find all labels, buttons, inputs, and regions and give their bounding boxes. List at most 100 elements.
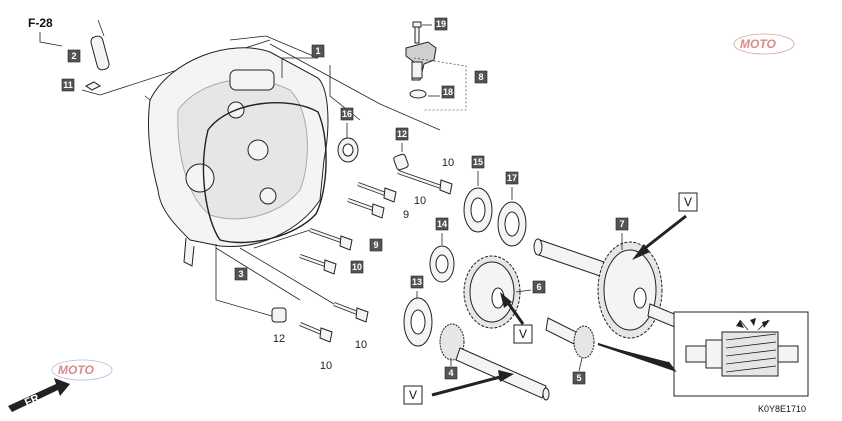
part-callout-number: 1	[315, 46, 320, 56]
part-callout-number: 3	[238, 269, 243, 279]
part-label-9: 9	[403, 209, 409, 221]
dowel-pin	[90, 19, 110, 71]
part-callout-3: 3	[234, 267, 248, 281]
leader-cover-top	[269, 43, 441, 131]
reference-marker-label: V	[409, 388, 417, 402]
part-callout-14: 14	[435, 217, 449, 231]
reference-marker-label: V	[684, 195, 692, 209]
inset-detail	[673, 311, 809, 397]
v-arrowhead-2	[500, 292, 512, 308]
front-direction-arrow: FR.	[8, 378, 70, 412]
part-callout-number: 14	[437, 219, 447, 229]
part-label-12: 12	[273, 333, 285, 345]
transmission-cover	[144, 47, 329, 267]
speed-sensor	[405, 41, 437, 81]
part-callout-number: 2	[71, 51, 76, 61]
page-reference: F-28	[28, 16, 53, 30]
oil-seal	[337, 137, 359, 163]
bolt-b	[357, 182, 397, 203]
reference-marker-v: V	[403, 385, 423, 405]
part-callout-number: 8	[478, 72, 483, 82]
part-callout-10: 10	[350, 260, 364, 274]
leader-3	[215, 244, 273, 317]
pinion-gear	[545, 317, 595, 359]
part-callout-12: 12	[395, 127, 409, 141]
part-label-10: 10	[355, 339, 367, 351]
watermark-text: MOTO	[58, 363, 94, 377]
part-callout-19: 19	[434, 17, 448, 31]
part-callout-number: 10	[352, 262, 362, 272]
leader-3c	[239, 247, 335, 305]
part-callout-number: 19	[436, 19, 446, 29]
part-callout-16: 16	[340, 107, 354, 121]
bearing-17	[497, 201, 527, 247]
part-label-10: 10	[442, 157, 454, 169]
countershaft-gear	[463, 255, 521, 329]
bolt-c	[347, 198, 385, 219]
part-callout-number: 7	[619, 219, 624, 229]
leader-6	[515, 289, 532, 293]
reference-marker-v: V	[513, 324, 533, 344]
part-callout-4: 4	[444, 366, 458, 380]
clip	[85, 81, 101, 91]
part-callout-18: 18	[441, 85, 455, 99]
watermark-text: MOTO	[740, 37, 776, 51]
part-label-10: 10	[320, 360, 332, 372]
leader-8-group	[413, 57, 467, 111]
dowel-lower	[271, 307, 287, 323]
diagram-code: K0Y8E1710	[758, 404, 806, 414]
bolt-f	[333, 302, 369, 323]
part-callout-13: 13	[410, 275, 424, 289]
part-callout-17: 17	[505, 171, 519, 185]
part-callout-2: 2	[67, 49, 81, 63]
part-callout-9: 9	[369, 238, 383, 252]
watermark-top: MOTO	[733, 33, 795, 55]
leader-3b	[215, 247, 301, 301]
sensor-bolt	[412, 21, 422, 44]
bearing-13	[403, 297, 433, 347]
part-callout-15: 15	[471, 155, 485, 169]
part-callout-1: 1	[311, 44, 325, 58]
dowel-upper	[393, 153, 409, 171]
part-callout-number: 12	[397, 129, 407, 139]
part-callout-7: 7	[615, 217, 629, 231]
reference-marker-label: V	[519, 327, 527, 341]
part-callout-number: 16	[342, 109, 352, 119]
leader-cover-bolt	[253, 229, 311, 249]
part-callout-number: 6	[536, 282, 541, 292]
watermark-bottom: MOTO	[51, 359, 113, 381]
leader-5	[578, 357, 583, 372]
v-arrowhead-3	[498, 370, 514, 382]
v-arrow-3	[431, 374, 505, 397]
gasket	[202, 102, 327, 244]
v-arrowhead-1	[632, 244, 650, 260]
final-gear-shaft	[533, 238, 685, 339]
part-callout-number: 15	[473, 157, 483, 167]
part-callout-number: 18	[443, 87, 453, 97]
leader-1	[229, 35, 319, 59]
bolt-d	[309, 228, 353, 251]
bearing-14	[429, 245, 455, 283]
part-callout-number: 13	[412, 277, 422, 287]
part-label-10: 10	[414, 195, 426, 207]
page-reference-leader	[39, 32, 63, 47]
o-ring	[409, 89, 427, 99]
reference-marker-layer: V V V	[403, 192, 698, 405]
part-callout-5: 5	[572, 371, 586, 385]
part-callout-number: 5	[576, 373, 581, 383]
part-callout-number: 11	[63, 80, 73, 90]
reference-marker-v: V	[678, 192, 698, 212]
part-callout-number: 17	[507, 173, 517, 183]
bolt-a	[397, 170, 453, 195]
bolt-e	[299, 254, 337, 275]
part-callout-6: 6	[532, 280, 546, 294]
bolt-g	[299, 322, 333, 343]
part-callout-number: 9	[373, 240, 378, 250]
leader-1b	[281, 57, 318, 78]
part-callout-number: 4	[448, 368, 453, 378]
bearing-15	[463, 187, 493, 233]
part-callout-8: 8	[474, 70, 488, 84]
v-arrow-1	[639, 214, 687, 254]
